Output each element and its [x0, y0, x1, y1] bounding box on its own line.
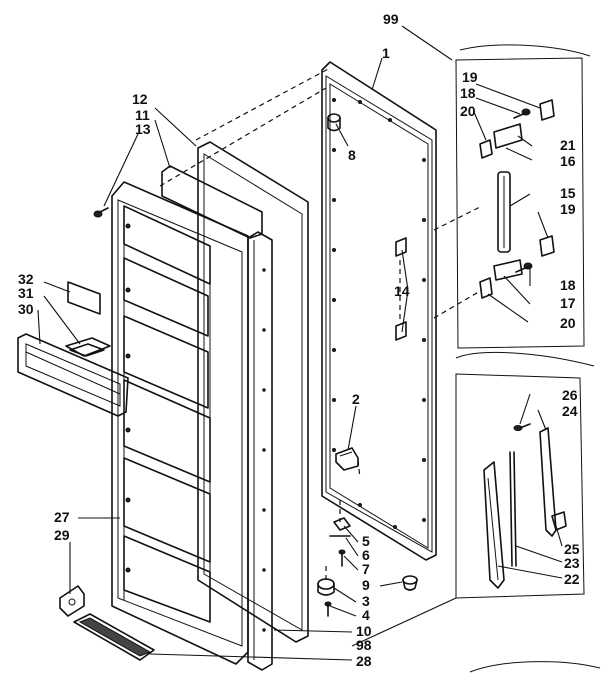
callout-16: 16 [560, 153, 576, 169]
callout-2: 2 [352, 391, 360, 407]
callout-21: 21 [560, 137, 576, 153]
callout-4: 4 [362, 607, 370, 623]
callout-32: 32 [18, 271, 34, 287]
callout-labels: 99 1 12 11 13 8 19 18 20 21 16 15 19 14 … [18, 11, 580, 669]
callout-13: 13 [135, 121, 151, 137]
callout-98: 98 [356, 637, 372, 653]
part-2-hinge-bracket [335, 447, 359, 471]
callout-20-bottom: 20 [560, 315, 576, 331]
callout-3: 3 [362, 593, 370, 609]
callout-6: 6 [362, 547, 370, 563]
small-hardware [317, 517, 418, 617]
outer-door-panel [321, 61, 437, 561]
callout-5: 5 [362, 533, 370, 549]
projection-lines [159, 67, 483, 584]
callout-25: 25 [564, 541, 580, 557]
part-8-plug [327, 113, 341, 132]
callout-8: 8 [348, 147, 356, 163]
callout-28: 28 [356, 653, 372, 669]
dispenser-cover-parts [17, 281, 129, 417]
callout-11: 11 [135, 107, 150, 123]
callout-31: 31 [18, 285, 34, 301]
callout-18-bottom: 18 [560, 277, 576, 293]
part-29-hinge-cover [59, 585, 85, 617]
callout-14: 14 [394, 283, 410, 299]
callout-15: 15 [560, 185, 576, 201]
callout-19-top: 19 [462, 69, 478, 85]
callout-18-top: 18 [460, 85, 476, 101]
part-13-screw [93, 207, 109, 218]
callout-17: 17 [560, 295, 576, 311]
callout-22: 22 [564, 571, 580, 587]
callout-7: 7 [362, 561, 370, 577]
callout-23: 23 [564, 555, 580, 571]
leader-lines [37, 25, 601, 673]
callout-24: 24 [562, 403, 578, 419]
callout-30: 30 [18, 301, 34, 317]
hinge-kit-box [455, 44, 591, 349]
callout-29: 29 [54, 527, 70, 543]
callout-12: 12 [132, 91, 148, 107]
part-28-grille [73, 613, 155, 661]
callout-20-top: 20 [460, 103, 476, 119]
door-gasket [197, 141, 309, 671]
callout-26: 26 [562, 387, 578, 403]
callout-27: 27 [54, 509, 70, 525]
callout-10: 10 [356, 623, 372, 639]
callout-99: 99 [383, 11, 399, 27]
inner-door-liner [111, 165, 263, 665]
handle-kit-box [455, 352, 595, 599]
callout-1: 1 [382, 45, 390, 61]
part-14-brackets [395, 237, 407, 341]
callout-9: 9 [362, 577, 370, 593]
callout-19-bottom: 19 [560, 201, 576, 217]
